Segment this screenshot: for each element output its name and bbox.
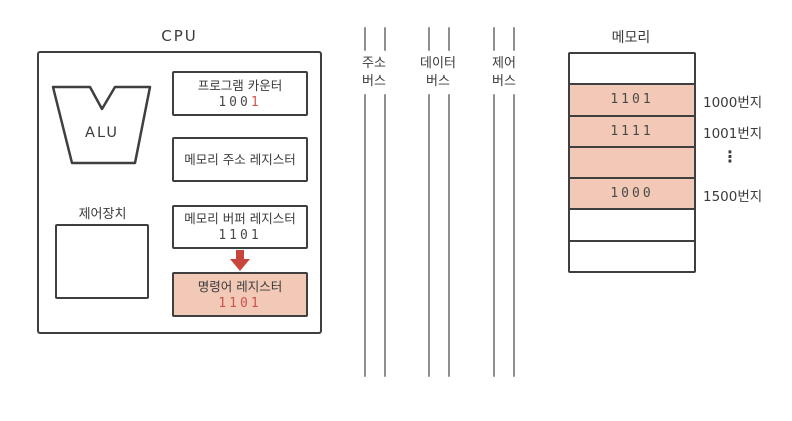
- address-bus-line-left-bottom: [364, 94, 366, 377]
- data-bus-line-right-bottom: [448, 94, 450, 377]
- control-unit-box: [55, 224, 149, 299]
- memory-cell-value: 1111: [610, 123, 654, 139]
- cpu-box: [37, 51, 322, 334]
- memory-cell-value: 1101: [610, 92, 654, 108]
- memory-buffer-register-box: 메모리 버퍼 레지스터 1101: [172, 205, 308, 249]
- memory-box: 1101 1111 1000: [568, 52, 696, 273]
- memory-buffer-register-value: 1101: [218, 228, 262, 243]
- down-arrow-icon: [230, 250, 250, 271]
- memory-row: [570, 239, 694, 271]
- address-bus-line-left-top: [364, 27, 366, 51]
- control-bus-label: 제어 버스: [474, 55, 534, 91]
- instruction-register-value: 1101: [218, 295, 262, 311]
- control-bus-label-line2: 버스: [492, 74, 516, 89]
- data-bus-label-line1: 데이터: [420, 56, 456, 71]
- program-counter-label: 프로그램 카운터: [197, 77, 283, 93]
- memory-row: [570, 54, 694, 83]
- address-bus-label-line2: 버스: [362, 74, 386, 89]
- control-bus-line-left-bottom: [493, 94, 495, 377]
- program-counter-value-main: 100: [218, 94, 251, 110]
- alu-shape-icon: [51, 85, 152, 165]
- address-bus-line-right-bottom: [384, 94, 386, 377]
- alu-label: ALU: [85, 125, 119, 141]
- memory-address-label-1000: 1000번지: [703, 95, 763, 111]
- memory-buffer-register-label: 메모리 버퍼 레지스터: [184, 211, 296, 226]
- control-bus-line-left-top: [493, 27, 495, 51]
- memory-row: 1111: [570, 114, 694, 146]
- data-bus-line-right-top: [448, 27, 450, 51]
- address-bus-label: 주소 버스: [344, 55, 404, 91]
- memory-cell-value: 1000: [610, 186, 654, 202]
- memory-address-label-1500: 1500번지: [703, 189, 763, 205]
- data-bus-label-line2: 버스: [426, 74, 450, 89]
- memory-title: 메모리: [611, 30, 651, 46]
- program-counter-value: 1001: [218, 94, 261, 111]
- control-unit-label: 제어장치: [78, 207, 127, 222]
- memory-address-register-box: 메모리 주소 레지스터: [172, 137, 308, 182]
- data-bus-line-left-bottom: [428, 94, 430, 377]
- memory-row: 1000: [570, 177, 694, 209]
- memory-ellipsis: ⋮: [722, 147, 738, 166]
- cpu-title: CPU: [161, 27, 198, 45]
- address-bus-line-right-top: [384, 27, 386, 51]
- address-bus-label-line1: 주소: [362, 56, 386, 71]
- memory-address-label-1001: 1001번지: [703, 126, 763, 142]
- program-counter-value-accent: 1: [250, 94, 262, 110]
- memory-row: [570, 145, 694, 178]
- memory-row: 1101: [570, 83, 694, 115]
- memory-row: [570, 208, 694, 239]
- instruction-register-label: 명령어 레지스터: [197, 278, 283, 294]
- data-bus-line-left-top: [428, 27, 430, 51]
- control-bus-line-right-bottom: [513, 94, 515, 377]
- control-bus-line-right-top: [513, 27, 515, 51]
- memory-address-register-label: 메모리 주소 레지스터: [184, 152, 296, 167]
- control-bus-label-line1: 제어: [492, 56, 516, 71]
- instruction-register-box: 명령어 레지스터 1101: [172, 272, 308, 317]
- data-bus-label: 데이터 버스: [408, 55, 468, 91]
- program-counter-box: 프로그램 카운터 1001: [172, 71, 308, 116]
